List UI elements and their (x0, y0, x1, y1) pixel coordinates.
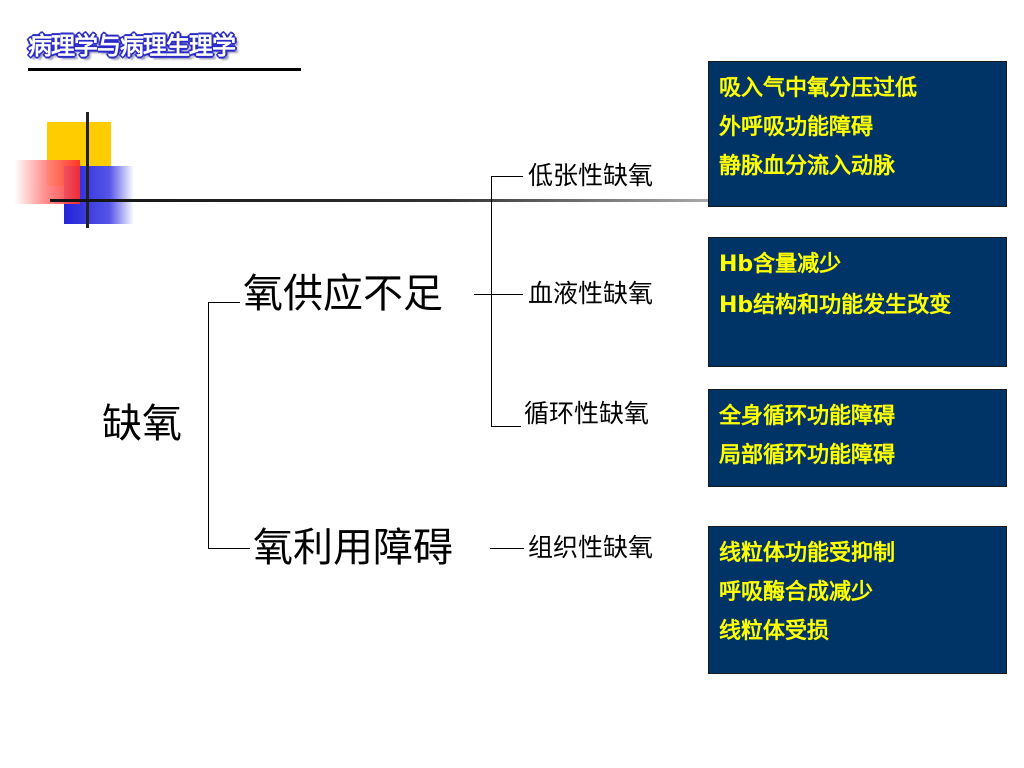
connector-supply-top (491, 176, 523, 177)
decor-vertical-line (86, 112, 89, 228)
connector-root-bottom (208, 548, 250, 549)
node-hypotonic: 低张性缺氧 (528, 161, 654, 190)
node-oxygen-supply: 氧供应不足 (243, 271, 443, 317)
detail-line: Hb含量减少 (719, 252, 842, 277)
detail-line: 吸入气中氧分压过低 (719, 76, 918, 101)
connector-supply-vertical (491, 176, 492, 426)
detail-box-histogenous: 线粒体功能受抑制 呼吸酶合成减少 线粒体受损 (708, 526, 1007, 674)
connector-root-top (208, 302, 240, 303)
detail-line: 外呼吸功能障碍 (719, 115, 874, 140)
decor-red-square (14, 160, 80, 204)
title-underline (28, 68, 301, 71)
detail-line: 静脉血分流入动脉 (719, 154, 896, 179)
node-root: 缺氧 (102, 401, 182, 447)
connector-supply-mid (491, 294, 523, 295)
detail-line: 局部循环功能障碍 (719, 443, 896, 468)
detail-box-hemic: Hb含量减少 Hb结构和功能发生改变 (708, 237, 1007, 367)
connector-utilization (490, 548, 524, 549)
detail-line: 线粒体功能受抑制 (719, 541, 896, 566)
node-hemic: 血液性缺氧 (528, 279, 654, 308)
node-oxygen-utilization: 氧利用障碍 (253, 525, 453, 571)
detail-box-circulatory: 全身循环功能障碍 局部循环功能障碍 (708, 389, 1007, 487)
detail-box-hypotonic: 吸入气中氧分压过低 外呼吸功能障碍 静脉血分流入动脉 (708, 61, 1007, 207)
connector-supply-stub (474, 294, 492, 295)
node-circulatory: 循环性缺氧 (524, 399, 650, 428)
detail-line: 呼吸酶合成减少 (719, 580, 874, 605)
connector-root-vertical (208, 302, 209, 548)
slide-title: 病理学与病理生理学 (28, 32, 236, 60)
detail-line: 全身循环功能障碍 (719, 404, 896, 429)
decor-horizontal-line (50, 199, 710, 202)
detail-line: 线粒体受损 (719, 619, 830, 644)
detail-line: Hb结构和功能发生改变 (719, 293, 952, 318)
connector-supply-bottom (491, 426, 521, 427)
node-histogenous: 组织性缺氧 (528, 533, 654, 562)
